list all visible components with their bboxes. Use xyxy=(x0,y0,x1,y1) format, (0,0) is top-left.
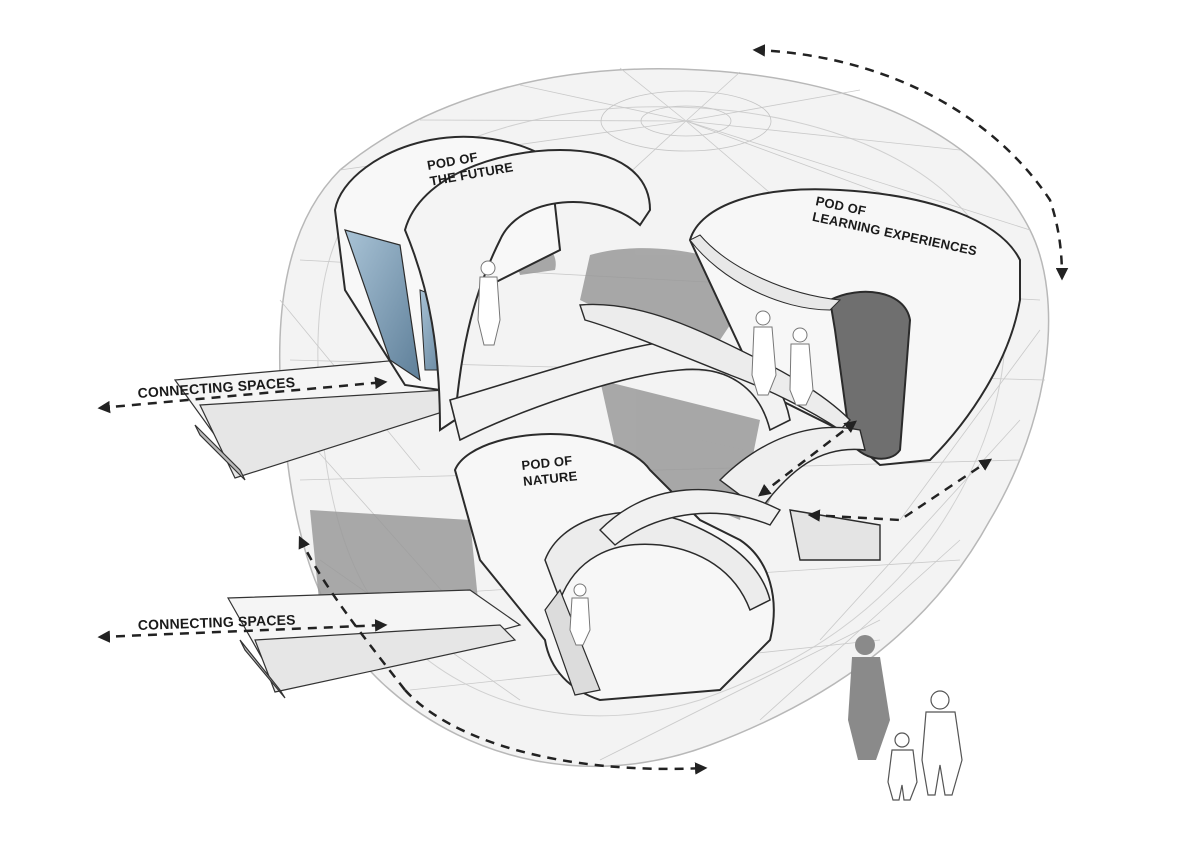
flow-arrows xyxy=(97,44,1069,775)
orbit-arrow-bottom xyxy=(404,689,708,775)
label-pod-nature: POD OF NATURE xyxy=(521,452,579,489)
internal-arrow xyxy=(758,420,857,497)
orbit-arrow-left xyxy=(298,535,406,691)
pod-of-the-future xyxy=(333,135,652,432)
human-figures xyxy=(477,260,963,801)
pod-of-nature xyxy=(453,433,782,702)
label-connecting-bottom: CONNECTING SPACES xyxy=(138,611,296,633)
orbit-arrow-top xyxy=(752,44,1069,281)
